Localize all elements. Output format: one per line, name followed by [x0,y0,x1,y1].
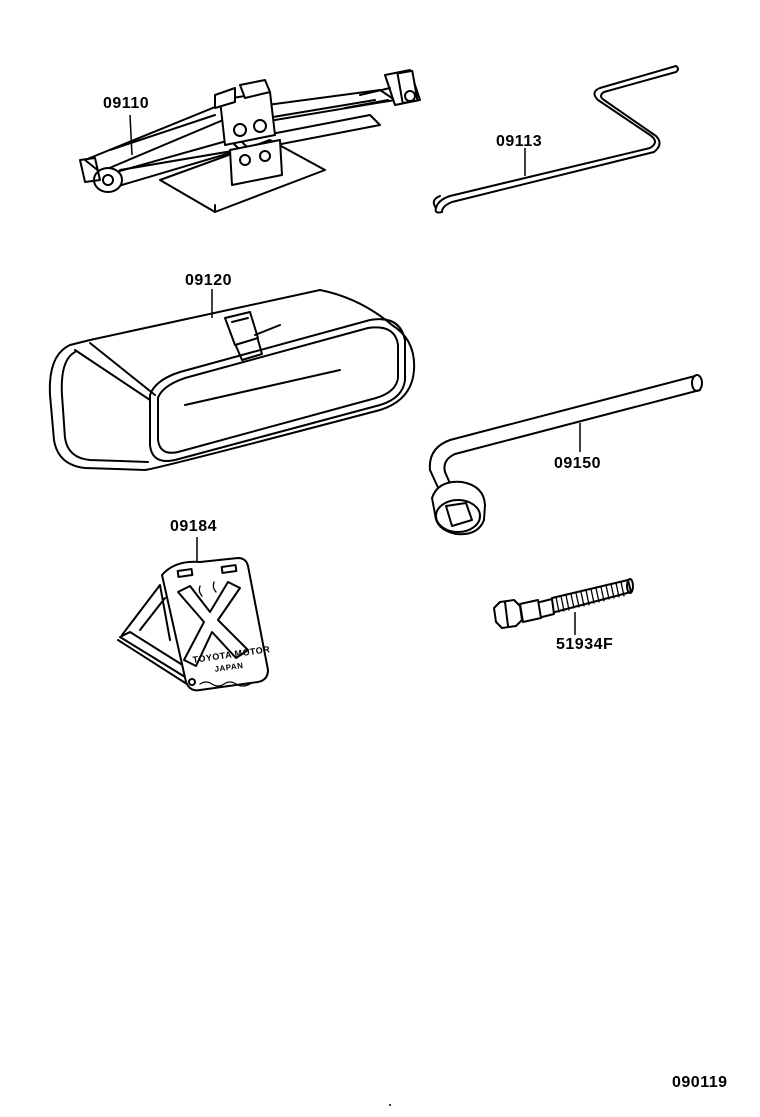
part-number-jack: 09110 [103,95,150,112]
jack-handle-illustration [432,65,679,214]
part-number-wheel-chock: 09184 [170,518,217,535]
diagram-id: 090119 [672,1074,728,1091]
part-number-tool-bag: 09120 [185,272,232,289]
jack-illustration [79,69,421,213]
stray-mark [389,1104,391,1106]
wheel-chock-illustration [117,537,269,692]
part-number-jack-handle: 09113 [496,133,543,150]
spare-tire-bolt-illustration [493,578,634,635]
lug-wrench-illustration [428,374,703,536]
part-number-spare-tire-bolt: 51934F [556,636,614,653]
part-number-lug-wrench: 09150 [554,455,601,472]
tool-bag-illustration [48,289,416,471]
